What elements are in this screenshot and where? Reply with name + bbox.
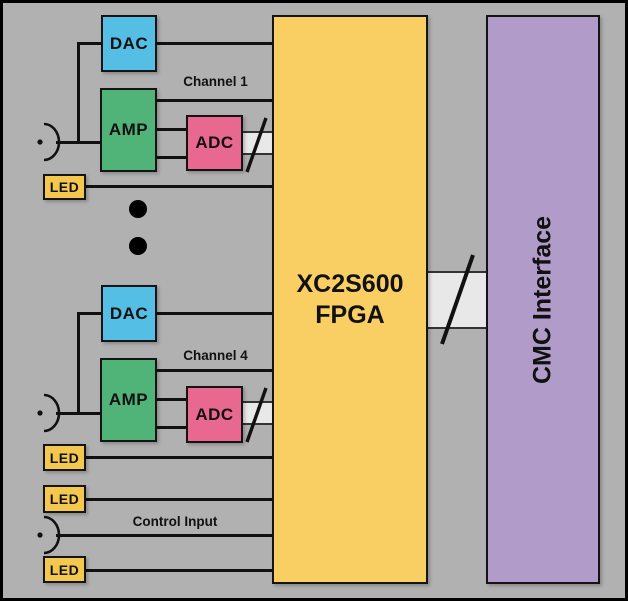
dac-block-channel1: DAC: [101, 15, 157, 72]
wire-control-input-to-fpga: [56, 534, 273, 537]
control-input-connector-icon: [37, 515, 61, 555]
led-label: LED: [49, 491, 80, 507]
ellipsis-dot-2: [129, 237, 147, 255]
fpga-label: XC2S600 FPGA: [296, 269, 403, 331]
adc-label: ADC: [195, 404, 234, 424]
input-connector-channel1-icon: [37, 122, 61, 162]
wire-amp1-to-adc1-b: [155, 156, 188, 159]
channel1-label: Channel 1: [183, 74, 248, 89]
wire-branch1-vertical: [77, 42, 80, 143]
wire-led1-to-fpga: [85, 185, 273, 188]
wire-dac4-to-fpga: [157, 312, 273, 315]
ellipsis-dot-1: [129, 200, 147, 218]
dac-label: DAC: [109, 303, 149, 323]
cmc-interface-label: CMC Interface: [528, 215, 557, 384]
adc-block-channel4: ADC: [186, 386, 243, 443]
adc-label: ADC: [195, 133, 234, 152]
led-label: LED: [49, 561, 80, 578]
led-block-1: LED: [43, 174, 86, 200]
led-block-2: LED: [43, 444, 86, 471]
led-block-3: LED: [43, 485, 86, 513]
led-block-4: LED: [43, 556, 86, 583]
wire-amp1-to-adc1-a: [155, 128, 188, 131]
amp-label: AMP: [108, 120, 149, 139]
fpga-cmc-bus-slash-icon: [440, 254, 475, 345]
cmc-interface-block: CMC Interface: [486, 15, 600, 584]
fpga-block: XC2S600 FPGA: [272, 15, 428, 584]
control-input-label: Control Input: [132, 514, 218, 529]
fpga-label-line2: FPGA: [315, 300, 385, 329]
amp-block-channel1: AMP: [100, 88, 157, 172]
dac-label: DAC: [109, 33, 149, 53]
adc4-bus-slash-icon: [245, 387, 268, 443]
led-label: LED: [49, 179, 80, 195]
amp-label: AMP: [108, 390, 149, 409]
wire-dac1-to-fpga: [157, 42, 273, 45]
adc1-bus-slash-icon: [245, 117, 268, 173]
wire-amp4-to-adc4-a: [155, 398, 188, 401]
adc4-bus: [243, 401, 273, 425]
wire-channel1-to-fpga: [157, 99, 273, 102]
wire-channel4-to-fpga: [157, 369, 273, 372]
wire-branch4-vertical: [77, 312, 80, 415]
fpga-label-line1: XC2S600: [296, 269, 404, 298]
amp-block-channel4: AMP: [100, 358, 157, 442]
led-label: LED: [49, 449, 80, 466]
input-connector-channel4-icon: [37, 393, 61, 433]
wire-branch1-to-dac1: [78, 42, 103, 45]
wire-led4-to-fpga: [85, 569, 273, 572]
wire-branch4-to-dac4: [78, 312, 103, 315]
adc-block-channel1: ADC: [186, 115, 243, 171]
wire-amp4-to-adc4-b: [155, 426, 188, 429]
dac-block-channel4: DAC: [101, 285, 157, 342]
channel4-label: Channel 4: [183, 348, 248, 363]
wire-led3-to-fpga: [85, 498, 273, 501]
wire-led2-to-fpga: [85, 456, 273, 459]
